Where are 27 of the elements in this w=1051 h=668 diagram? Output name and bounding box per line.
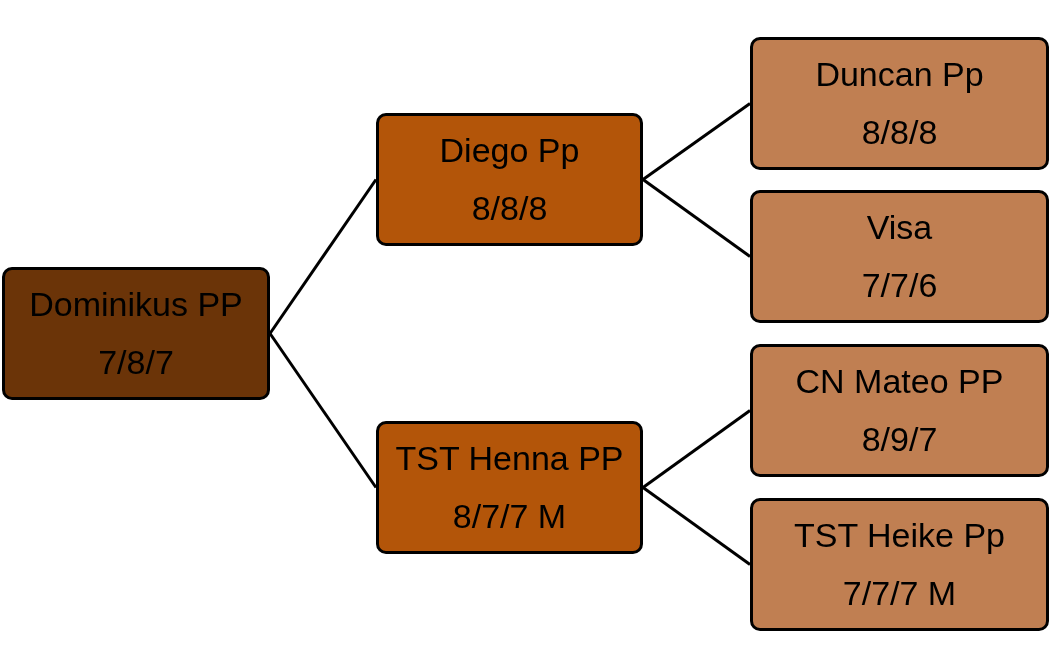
connector-line — [642, 409, 751, 489]
animal-name: Visa — [866, 209, 933, 247]
animal-name: TST Heike Pp — [794, 517, 1005, 555]
pedigree-box — [2, 267, 270, 400]
pedigree-box — [750, 190, 1049, 323]
pedigree-box — [750, 344, 1049, 477]
score-text: 7/8/7 — [98, 343, 174, 381]
score-text: 8/8/8 — [471, 189, 548, 227]
pedigree-box — [750, 37, 1049, 170]
animal-name: Duncan Pp — [815, 56, 984, 94]
pedigree-box — [376, 421, 643, 554]
connector-line — [268, 178, 378, 335]
score-text: 8/8/8 — [861, 113, 938, 151]
connector-line — [642, 486, 751, 566]
pedigree-box — [376, 113, 643, 246]
animal-name: CN Mateo PP — [795, 363, 1004, 401]
animal-name: Dominikus PP — [29, 286, 243, 324]
pedigree-box — [750, 498, 1049, 631]
score-text: 8/7/7 M — [452, 497, 567, 535]
score-text: 7/7/6 — [861, 266, 938, 304]
score-text: 7/7/7 M — [842, 574, 957, 612]
connector-line — [642, 178, 751, 258]
animal-name: TST Henna PP — [395, 440, 624, 478]
connector-line — [268, 332, 378, 489]
score-text: 8/9/7 — [861, 420, 938, 458]
animal-name: Diego Pp — [439, 132, 580, 170]
connector-line — [642, 102, 751, 181]
